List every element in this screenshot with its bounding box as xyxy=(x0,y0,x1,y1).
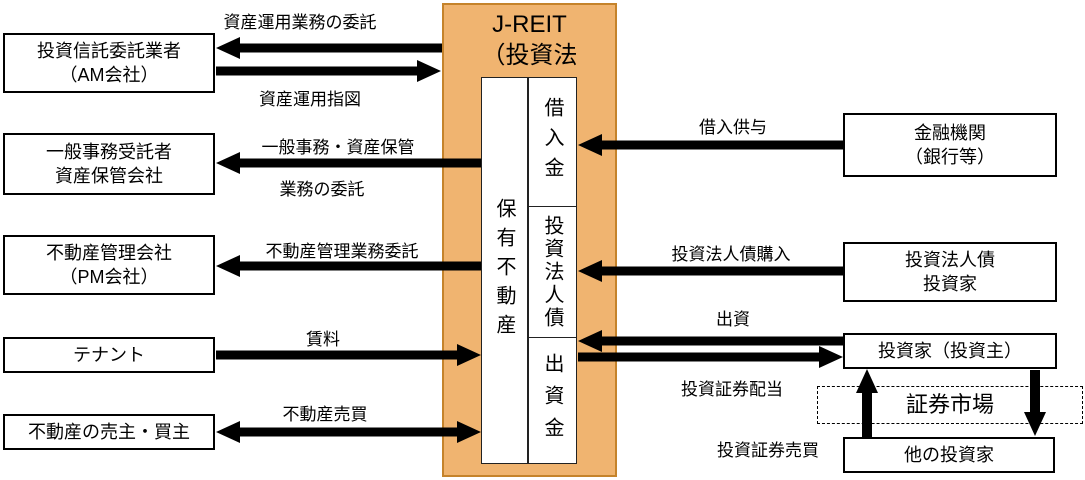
entity-financial-institution: 金融機関 （銀行等） xyxy=(843,113,1057,177)
asset-holding-label: 保有不動産 xyxy=(493,198,515,343)
funding-equity-box: 出資金 xyxy=(528,337,577,464)
entity-admin-trustee: 一般事務受託者 資産保管会社 xyxy=(3,133,215,195)
entity-pm-company: 不動産管理会社 （PM会社） xyxy=(3,235,215,295)
flow-label-loan-provision: 借入供与 xyxy=(699,118,767,137)
entity-seller-buyer: 不動産の売主・買主 xyxy=(3,414,215,450)
funding-bonds-label: 投資法人債 xyxy=(541,214,563,330)
flow-label-bond-purchase: 投資法人債購入 xyxy=(671,245,791,264)
entity-bond-investors: 投資法人債 投資家 xyxy=(843,242,1057,302)
asset-holding-box: 保有不動産 xyxy=(481,77,528,464)
entity-tenant: テナント xyxy=(3,337,215,373)
securities-market-box: 証券市場 xyxy=(817,386,1083,424)
arrow-dividend xyxy=(578,346,843,368)
jreit-title: J-REIT （投資法 xyxy=(481,11,578,70)
flow-label-admin-custody-line1: 一般事務・資産保管 xyxy=(261,138,415,157)
flow-label-dividend: 投資証券配当 xyxy=(681,380,783,399)
arrow-asset-mgmt-instruction xyxy=(216,60,441,82)
flow-label-asset-mgmt-delegation: 資産運用業務の委託 xyxy=(223,13,377,32)
funding-bonds-box: 投資法人債 xyxy=(528,206,577,338)
funding-borrowings-box: 借入金 xyxy=(528,77,577,207)
funding-equity-label: 出資金 xyxy=(541,352,563,449)
flow-label-property-trading: 不動産売買 xyxy=(282,405,368,424)
flow-label-asset-mgmt-instruction: 資産運用指図 xyxy=(259,90,361,109)
arrow-asset-mgmt-delegation xyxy=(216,37,442,59)
flow-label-property-mgmt-delegation: 不動産管理業務委託 xyxy=(265,242,419,261)
flow-label-securities-trading: 投資証券売買 xyxy=(717,441,819,460)
entity-investors: 投資家（投資主） xyxy=(843,333,1057,369)
funding-borrowings-label: 借入金 xyxy=(541,97,563,187)
entity-other-investors: 他の投資家 xyxy=(843,437,1055,473)
entity-am-company: 投資信託委託業者 （AM会社） xyxy=(3,33,215,93)
flow-label-admin-custody-line2: 業務の委託 xyxy=(279,180,365,199)
flow-label-equity-investment: 出資 xyxy=(716,310,750,329)
flow-label-rent: 賃料 xyxy=(306,330,340,349)
arrow-equity-investment xyxy=(578,330,843,352)
